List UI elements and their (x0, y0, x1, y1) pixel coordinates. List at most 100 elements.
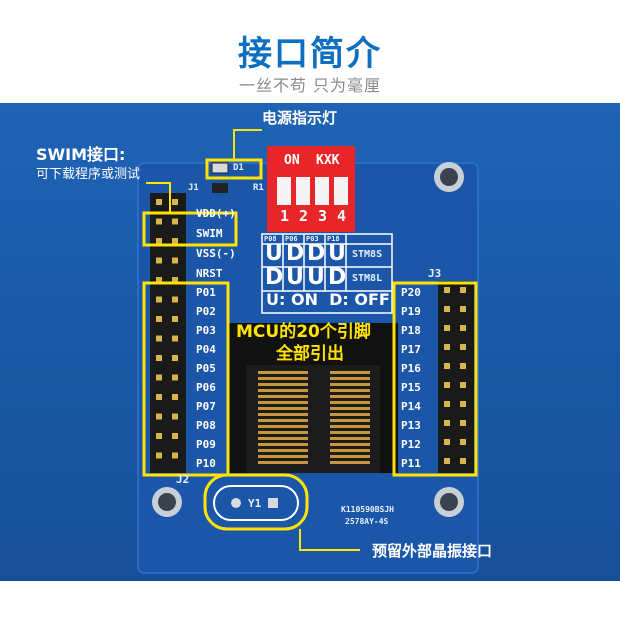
dip-number-1: 1 (280, 207, 290, 225)
header-pin (444, 420, 450, 426)
left-header (150, 193, 186, 473)
socket-contact (258, 413, 308, 416)
socket-contact (258, 377, 308, 380)
header-pin (444, 306, 450, 312)
mode-table (261, 233, 393, 314)
table-row1-cell: D (307, 241, 326, 266)
crystal-pad-left (231, 498, 241, 508)
callout-lines (146, 129, 360, 551)
mcu-callout-line1: MCU的20个引脚 (236, 322, 371, 342)
dip-number-3: 3 (318, 207, 328, 225)
socket-contact (258, 431, 308, 434)
socket-contact (258, 407, 308, 410)
header-pin (172, 374, 178, 381)
dip-brand-label: KXK (316, 153, 340, 168)
header-pin (156, 257, 162, 264)
header-pin (172, 257, 178, 264)
header-pin (444, 439, 450, 445)
header-pin (460, 401, 466, 407)
socket-contact (258, 437, 308, 440)
socket-contact (258, 389, 308, 392)
right-pin-label: P19 (401, 305, 421, 318)
socket-contact (258, 461, 308, 464)
socket-contact (330, 449, 370, 452)
table-header-p06: P06 (285, 235, 298, 243)
part-marking-1: K110590BSJH (341, 505, 394, 514)
header-pin (156, 335, 162, 342)
board-photo: 电源指示灯 SWIM接口: 可下载程序或测试 MCU的20个引脚 全部引出 预留… (0, 103, 620, 581)
crystal-pad-right (268, 498, 278, 508)
right-pin-label: P20 (401, 286, 421, 299)
socket-contact (330, 371, 370, 374)
mcu-callout-line2: 全部引出 (276, 344, 344, 364)
header-pin (156, 452, 162, 459)
socket-contact (330, 437, 370, 440)
part-marking-2: 2578AY-4S (345, 517, 389, 526)
header-pin (156, 394, 162, 400)
left-pin-label: P05 (196, 362, 216, 375)
dip-on-label: ON (284, 153, 300, 168)
socket-contact (330, 395, 370, 398)
header-pin (156, 296, 162, 303)
table-header-p08: P08 (264, 235, 277, 243)
page-subtitle: 一丝不苟 只为毫厘 (238, 76, 382, 95)
header-pin (172, 413, 178, 420)
socket-contact (330, 377, 370, 380)
header-pin (444, 382, 450, 388)
header-pin (460, 439, 466, 445)
table-row2-cell: D (328, 265, 347, 290)
socket-contact (330, 389, 370, 392)
socket-contact (258, 395, 308, 398)
header-pin (444, 458, 450, 464)
socket-contact (330, 443, 370, 446)
header-pin (156, 199, 162, 205)
socket-contact (258, 455, 308, 458)
highlight-boxes (142, 158, 478, 477)
d1-label: D1 (233, 163, 244, 173)
header-pin (156, 433, 162, 439)
left-pin-label: P09 (196, 438, 216, 451)
right-pin-label: P12 (401, 438, 421, 451)
header-pin (460, 363, 466, 369)
page-title: 接口简介 (238, 34, 382, 74)
socket-contacts (258, 371, 370, 464)
left-pin-label: P08 (196, 419, 216, 432)
dip-levers (277, 177, 348, 205)
crystal-highlight (203, 473, 309, 531)
socket-contact (258, 443, 308, 446)
header-pin (172, 433, 178, 439)
header-pin (460, 287, 466, 293)
header-pin (172, 355, 178, 361)
swim-callout-desc: 可下载程序或测试 (36, 167, 141, 182)
crystal-footprint (213, 485, 299, 521)
header-pin (172, 335, 178, 342)
socket-contact (330, 401, 370, 404)
header-pin (156, 413, 162, 420)
resistor-r1 (212, 183, 228, 193)
header-pin (172, 238, 178, 244)
header-pin (460, 344, 466, 350)
led-d1 (211, 162, 229, 174)
left-pin-label: P03 (196, 324, 216, 337)
left-pin-label: P10 (196, 457, 216, 470)
table-legend: U: ON D: OFF (266, 290, 390, 309)
right-pin-label: P14 (401, 400, 421, 413)
header-pin (156, 277, 162, 283)
power-led-callout: 电源指示灯 (262, 109, 338, 127)
socket-contact (330, 383, 370, 386)
left-pin-label: P04 (196, 343, 216, 356)
header-pin (172, 452, 178, 459)
right-pin-label: P17 (401, 343, 421, 356)
header-pin (156, 238, 162, 244)
header-pin (172, 316, 178, 322)
socket-contact (330, 431, 370, 434)
table-row2-cell: U (307, 265, 325, 290)
header-pin (156, 218, 162, 225)
socket-contact (258, 419, 308, 422)
header-pin (460, 306, 466, 312)
header-pin (172, 218, 178, 225)
table-row2-label: STM8L (352, 273, 383, 284)
header-pin (172, 296, 178, 303)
header-pin (172, 394, 178, 400)
table-row2-cell: U (286, 265, 304, 290)
